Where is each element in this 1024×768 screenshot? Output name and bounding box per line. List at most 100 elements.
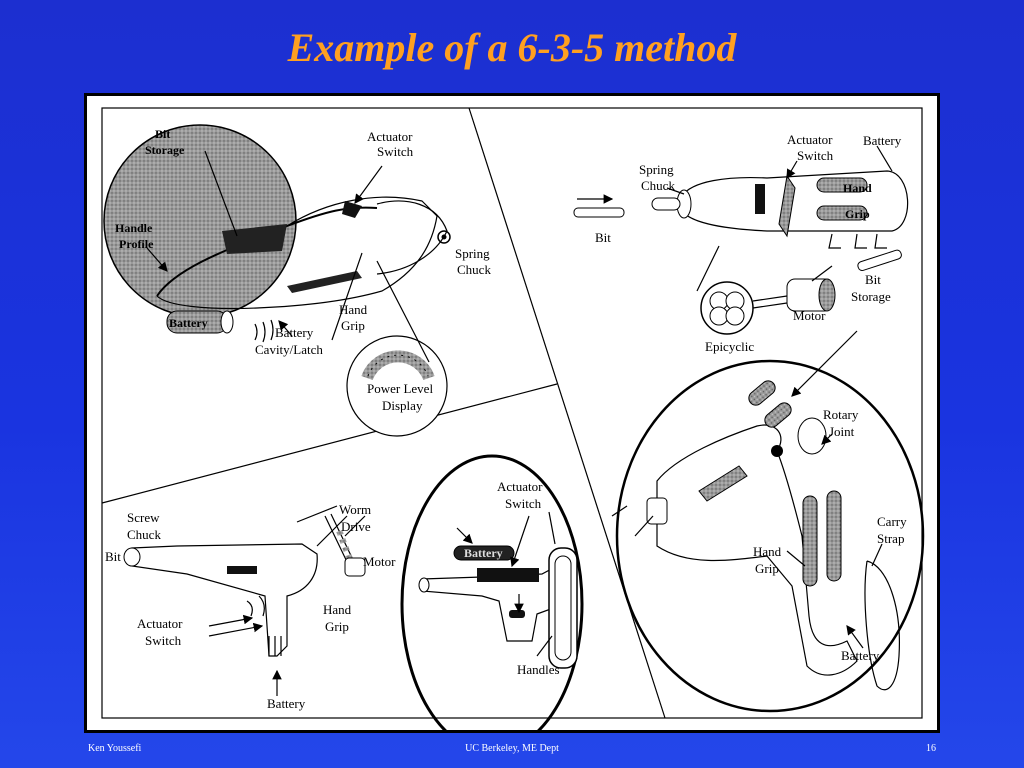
hand-grip-topleft	[287, 271, 362, 293]
chuck-nose	[651, 197, 681, 211]
grip-pad-bottomright-1	[698, 465, 748, 502]
handles-leader	[536, 635, 553, 657]
svg-text:Chuck: Chuck	[641, 178, 675, 193]
rotary-leader	[821, 433, 833, 445]
handle-profile-leader	[146, 247, 168, 272]
bit-topright	[573, 207, 625, 218]
svg-text:Handle: Handle	[115, 221, 153, 235]
motor-shaft	[752, 295, 788, 302]
svg-text:Motor: Motor	[363, 554, 396, 569]
svg-text:Actuator: Actuator	[497, 479, 543, 494]
battery-insert-arrow	[456, 527, 473, 544]
label-grip-bottomleft: Grip	[325, 619, 349, 634]
svg-text:Worm: Worm	[339, 502, 371, 517]
label-screw: Screw	[127, 510, 160, 525]
svg-text:Joint: Joint	[829, 424, 855, 439]
sketch-bottommiddle: Actuator Switch Battery Handles	[400, 454, 584, 730]
svg-text:Switch: Switch	[377, 144, 414, 159]
magnifier-leader-1	[331, 252, 363, 341]
battery-leader-bottomright	[846, 625, 864, 649]
label-spring-topleft-1: Spring	[455, 246, 490, 261]
spring-chuck-leader	[666, 187, 685, 195]
svg-text:Cavity/Latch: Cavity/Latch	[255, 342, 323, 357]
svg-text:Battery: Battery	[169, 316, 208, 330]
svg-text:Grip: Grip	[341, 318, 365, 333]
label-drive: Drive	[341, 519, 371, 534]
label-battery-cavity-2: Cavity/Latch	[255, 342, 323, 357]
actuator-leader-bottommiddle	[510, 515, 530, 568]
battery-latch-springs	[254, 319, 274, 343]
svg-text:Handles: Handles	[517, 662, 560, 677]
drill-body-topright	[681, 170, 909, 232]
svg-text:Actuator: Actuator	[137, 616, 183, 631]
svg-text:Switch: Switch	[505, 496, 542, 511]
divider-diagonal	[468, 107, 666, 719]
epicyclic-gearset	[700, 281, 754, 335]
label-grip-topright: Grip	[845, 207, 870, 221]
label-hand-grip-topleft-2: Grip	[341, 318, 365, 333]
sketch-topright: Spring Chuck Actuator Switch Battery Han…	[573, 132, 909, 354]
label-actuator-topleft-1: Actuator	[367, 129, 413, 144]
actuator-leader-topleft	[354, 165, 383, 204]
drill-body-topleft	[156, 196, 438, 310]
bit-bottomright	[634, 515, 654, 537]
label-worm: Worm	[339, 502, 371, 517]
hand-grip-leader-bottomright	[786, 550, 806, 567]
page-number: 16	[926, 743, 936, 754]
actuator-switch-topleft	[342, 201, 362, 218]
grip-mark-bottomleft	[227, 566, 257, 574]
actuator-leader-bottomleft-1	[208, 614, 254, 627]
worm-leader	[344, 515, 366, 537]
label-motor-bottomleft: Motor	[363, 554, 396, 569]
svg-text:Profile: Profile	[119, 237, 154, 251]
grip-pad-bottomright-3	[826, 490, 842, 582]
svg-text:Grip: Grip	[325, 619, 349, 634]
battery-bottomright-top	[748, 380, 776, 406]
chuck-bottommiddle	[418, 577, 430, 593]
svg-text:Carry: Carry	[877, 514, 907, 529]
label-rotary: Rotary	[823, 407, 859, 422]
svg-text:Motor: Motor	[793, 308, 826, 323]
svg-text:Actuator: Actuator	[367, 129, 413, 144]
svg-text:Battery: Battery	[267, 696, 306, 711]
bottomright-oval	[615, 359, 925, 713]
spring-chuck-center	[441, 234, 447, 240]
svg-text:Battery: Battery	[464, 546, 503, 560]
svg-text:Storage: Storage	[145, 143, 185, 157]
svg-text:Switch: Switch	[797, 148, 834, 163]
worm-drive-thread	[336, 530, 353, 560]
battery-cavity-leader	[278, 320, 293, 337]
svg-text:Bit: Bit	[595, 230, 611, 245]
rotary-joint-pin	[771, 445, 783, 457]
label-battery-bottomright: Battery	[841, 648, 880, 663]
svg-text:Power Level: Power Level	[367, 381, 433, 396]
battery-leader-topright	[876, 145, 893, 172]
svg-text:Grip: Grip	[845, 207, 870, 221]
svg-text:Spring: Spring	[639, 162, 674, 177]
rotary-joint	[797, 417, 827, 455]
label-actuator-bottomleft-1: Actuator	[137, 616, 183, 631]
carry-leader	[871, 543, 883, 567]
top-slot-bottomleft	[296, 505, 338, 523]
bottommiddle-oval	[400, 454, 584, 730]
svg-text:Bit: Bit	[865, 272, 881, 287]
label-hand-grip-topleft-1: Hand	[339, 302, 368, 317]
svg-text:Spring: Spring	[455, 246, 490, 261]
label-battery-bottommiddle: Battery	[464, 546, 503, 560]
handles-loop-inner	[554, 555, 572, 661]
label-carry: Carry	[877, 514, 907, 529]
svg-text:Hand: Hand	[323, 602, 352, 617]
svg-text:Bit: Bit	[105, 549, 121, 564]
hand-grip-bottom-pad	[816, 205, 868, 221]
label-handles: Handles	[517, 662, 560, 677]
label-power-2: Display	[382, 398, 423, 413]
svg-text:Drive: Drive	[341, 519, 371, 534]
label-hand-bottomright: Hand	[753, 544, 782, 559]
svg-text:Battery: Battery	[275, 325, 314, 340]
label-actuator-bottommiddle-2: Switch	[505, 496, 542, 511]
svg-text:Chuck: Chuck	[457, 262, 491, 277]
spring-chuck-body	[376, 200, 448, 275]
actuator-switch-topright	[755, 184, 765, 214]
label-bit-storage-topright-1: Bit	[865, 272, 881, 287]
magnifier-leader-2	[376, 260, 430, 363]
